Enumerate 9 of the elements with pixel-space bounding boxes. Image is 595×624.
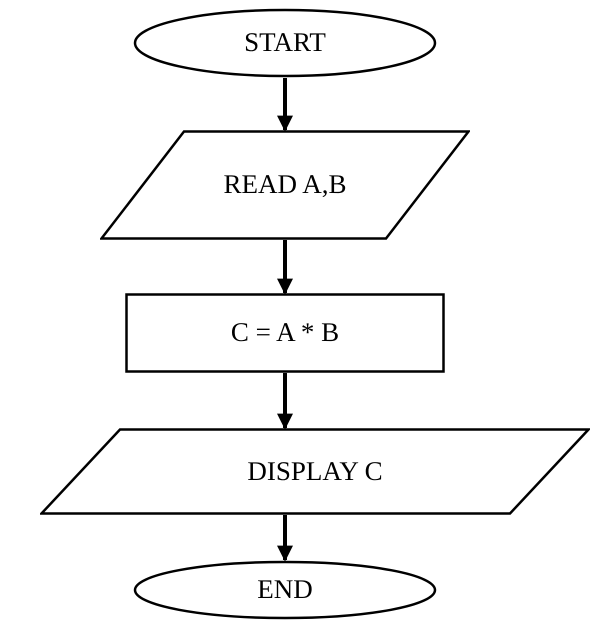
node-label: START xyxy=(244,26,326,60)
arrow xyxy=(277,240,293,295)
arrow xyxy=(277,78,293,132)
node-label: READ A,B xyxy=(223,168,347,202)
arrow xyxy=(277,373,293,430)
node-label: END xyxy=(257,573,313,606)
arrow xyxy=(277,515,293,562)
node-label: C = A * B xyxy=(230,316,340,350)
node-label: DISPLAY C xyxy=(247,454,383,488)
